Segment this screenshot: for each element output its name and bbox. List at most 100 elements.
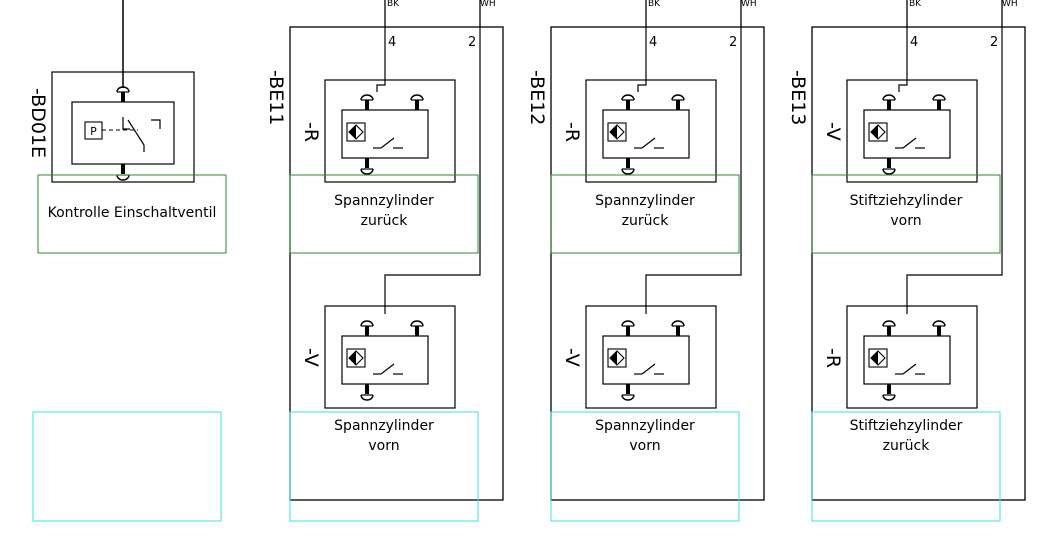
sensor-body [602, 335, 690, 385]
lower-caption-frame [811, 411, 1001, 522]
sensor-frame [811, 26, 1026, 501]
wire-color-bk: BK [387, 0, 400, 9]
connector-bottom-icon [360, 158, 374, 175]
lower-caption-frame [289, 411, 479, 522]
proximity-sensor-upper: -R [300, 79, 456, 183]
lower-caption-frame [550, 411, 740, 522]
terminal-4: 4 [388, 35, 396, 50]
connector-bottom-icon [621, 384, 635, 401]
connector-bottom-icon [116, 164, 130, 181]
sensor-housing [324, 305, 456, 409]
sensor-position-tag: -R [822, 348, 844, 368]
connector-right-icon [410, 320, 424, 336]
inductive-sensor-icon [607, 122, 627, 142]
group-tag: -BE13 [787, 70, 809, 125]
lower-caption-line1: Spannzylinder [334, 418, 434, 434]
proximity-sensor-lower: -V [561, 305, 717, 409]
sensor-body [863, 335, 951, 385]
sensor-body [341, 335, 429, 385]
sensor-housing [585, 305, 717, 409]
device-housing [51, 71, 195, 183]
lower-caption-line1: Stiftziehzylinder [850, 418, 963, 434]
upper-caption-frame [811, 174, 1001, 254]
switch-body [71, 101, 175, 165]
connector-left-icon [882, 94, 896, 110]
proximity-sensor-lower: -R [822, 305, 978, 409]
wire-color-bk: BK [648, 0, 661, 9]
sensor-housing [324, 79, 456, 183]
connector-right-icon [671, 94, 685, 110]
changeover-contact-icon [122, 117, 161, 152]
proximity-sensor-upper: -R [561, 79, 717, 183]
empty-text-frame [32, 411, 222, 522]
connector-top-icon [116, 86, 130, 102]
lower-caption-line2: vorn [368, 438, 399, 454]
lower-caption-line2: zurück [883, 438, 931, 454]
device-tag: -BD01E [27, 88, 49, 158]
sensor-housing [585, 79, 717, 183]
sensor-frame [550, 26, 765, 501]
pressure-switch: P -BD01E Kontrolle Einschaltventil [27, 0, 227, 254]
wire-color-bk: BK [909, 0, 922, 9]
switch-contact-icon [373, 137, 403, 149]
sensor-position-tag: -V [822, 122, 844, 141]
sensor-position-tag: -R [300, 122, 322, 142]
inductive-sensor-icon [346, 122, 366, 142]
terminal-2: 2 [990, 35, 998, 50]
proximity-sensor-upper: -V [822, 79, 978, 183]
connector-left-icon [360, 320, 374, 336]
upper-caption-line1: Spannzylinder [334, 193, 434, 209]
terminal-2: 2 [468, 35, 476, 50]
group-tag: -BE12 [526, 70, 548, 125]
pressure-actuator-icon: P [84, 121, 138, 140]
connector-left-icon [621, 94, 635, 110]
caption-frame [37, 174, 227, 254]
inductive-sensor-icon [346, 348, 366, 368]
lower-caption-line1: Spannzylinder [595, 418, 695, 434]
group-tag: -BE11 [265, 70, 287, 125]
upper-caption-frame [289, 174, 479, 254]
proximity-sensor-lower: -V [300, 305, 456, 409]
pressure-symbol-letter: P [90, 125, 97, 138]
upper-caption-line1: Spannzylinder [595, 193, 695, 209]
wire-color-wh: WH [480, 0, 496, 9]
switch-contact-icon [634, 363, 664, 375]
connector-bottom-icon [621, 158, 635, 175]
sensor-position-tag: -R [561, 122, 583, 142]
sensor-housing [846, 305, 978, 409]
switch-contact-icon [895, 363, 925, 375]
device-caption: Kontrolle Einschaltventil [48, 205, 217, 221]
connector-left-icon [621, 320, 635, 336]
wiring [898, 0, 1003, 314]
terminal-4: 4 [649, 35, 657, 50]
sensor-body [602, 109, 690, 159]
connector-bottom-icon [360, 384, 374, 401]
wire-color-wh: WH [741, 0, 757, 9]
sensor-frame [289, 26, 504, 501]
wiring [376, 0, 481, 314]
upper-caption-line2: zurück [361, 213, 409, 229]
wire-color-wh: WH [1002, 0, 1018, 9]
connector-bottom-icon [882, 158, 896, 175]
sensor-position-tag: -V [561, 348, 583, 367]
sensor-housing [846, 79, 978, 183]
switch-contact-icon [373, 363, 403, 375]
terminal-2: 2 [729, 35, 737, 50]
connector-left-icon [882, 320, 896, 336]
inductive-sensor-icon [868, 348, 888, 368]
upper-caption-frame [550, 174, 740, 254]
terminal-4: 4 [910, 35, 918, 50]
inductive-sensor-icon [607, 348, 627, 368]
inductive-sensor-icon [868, 122, 888, 142]
sensor-body [341, 109, 429, 159]
connector-right-icon [671, 320, 685, 336]
connector-left-icon [360, 94, 374, 110]
upper-caption-line2: vorn [890, 213, 921, 229]
upper-caption-line2: zurück [622, 213, 670, 229]
connector-right-icon [932, 94, 946, 110]
